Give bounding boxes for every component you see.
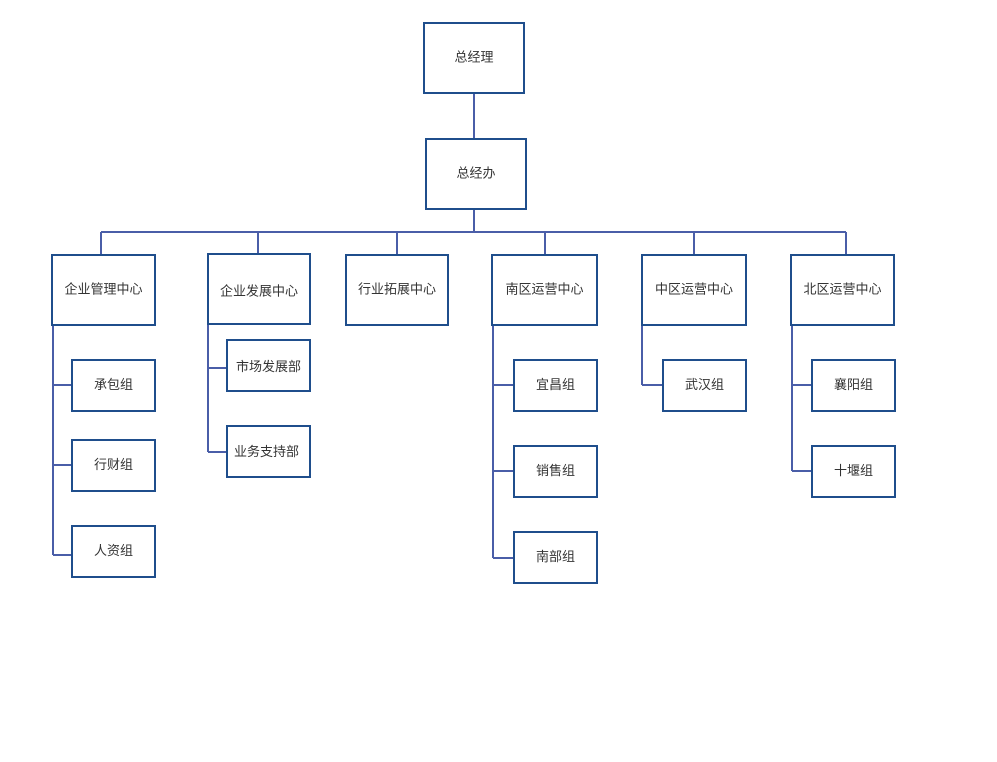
- node-root-label: 总经理: [454, 51, 493, 66]
- node-center-6-child-1-label: 襄阳组: [834, 377, 873, 393]
- node-center-5-label: 中区运营中心: [655, 283, 733, 298]
- node-center-6-child-1: 襄阳组: [811, 359, 896, 412]
- node-center-1-child-3-label: 人资组: [94, 544, 133, 559]
- node-center-6-label: 北区运营中心: [803, 283, 881, 298]
- node-center-6-child-2: 十堰组: [811, 445, 896, 498]
- node-center-2-child-2-label: 业务支持部: [234, 444, 299, 460]
- node-center-5-child-1-label: 武汉组: [685, 378, 724, 393]
- node-center-1-child-1-label: 承包组: [94, 378, 133, 393]
- node-center-4-child-2: 销售组: [513, 445, 598, 498]
- node-center-1-child-2: 行财组: [71, 439, 156, 492]
- node-center-4: 南区运营中心: [491, 254, 598, 326]
- node-center-4-child-1: 宜昌组: [513, 359, 598, 412]
- node-center-4-label: 南区运营中心: [505, 282, 583, 298]
- node-center-5-child-1: 武汉组: [662, 359, 747, 412]
- node-center-4-child-3: 南部组: [513, 531, 598, 584]
- node-center-1-label: 企业管理中心: [64, 282, 142, 298]
- node-center-6-child-2-label: 十堰组: [834, 464, 873, 479]
- node-center-6: 北区运营中心: [790, 254, 895, 326]
- node-center-2-child-1-label: 市场发展部: [236, 359, 301, 375]
- node-center-4-child-2-label: 销售组: [536, 463, 575, 479]
- node-office-label: 总经办: [456, 167, 495, 182]
- node-center-2: 企业发展中心: [207, 253, 311, 325]
- connectors: [52, 93, 847, 559]
- node-center-4-child-3-label: 南部组: [536, 549, 575, 565]
- node-center-3-label: 行业拓展中心: [358, 283, 436, 298]
- node-center-4-child-1-label: 宜昌组: [536, 378, 575, 393]
- node-root: 总经理: [423, 22, 525, 94]
- node-center-1: 企业管理中心: [51, 254, 156, 326]
- node-center-1-child-2-label: 行财组: [94, 458, 133, 473]
- node-center-1-child-1: 承包组: [71, 359, 156, 412]
- node-center-5: 中区运营中心: [641, 254, 747, 326]
- node-office: 总经办: [425, 138, 527, 210]
- node-center-2-label: 企业发展中心: [220, 284, 298, 300]
- node-center-2-child-1: 市场发展部: [226, 339, 311, 392]
- node-center-2-child-2: 业务支持部: [226, 425, 311, 478]
- node-center-1-child-3: 人资组: [71, 525, 156, 578]
- node-center-3: 行业拓展中心: [345, 254, 449, 326]
